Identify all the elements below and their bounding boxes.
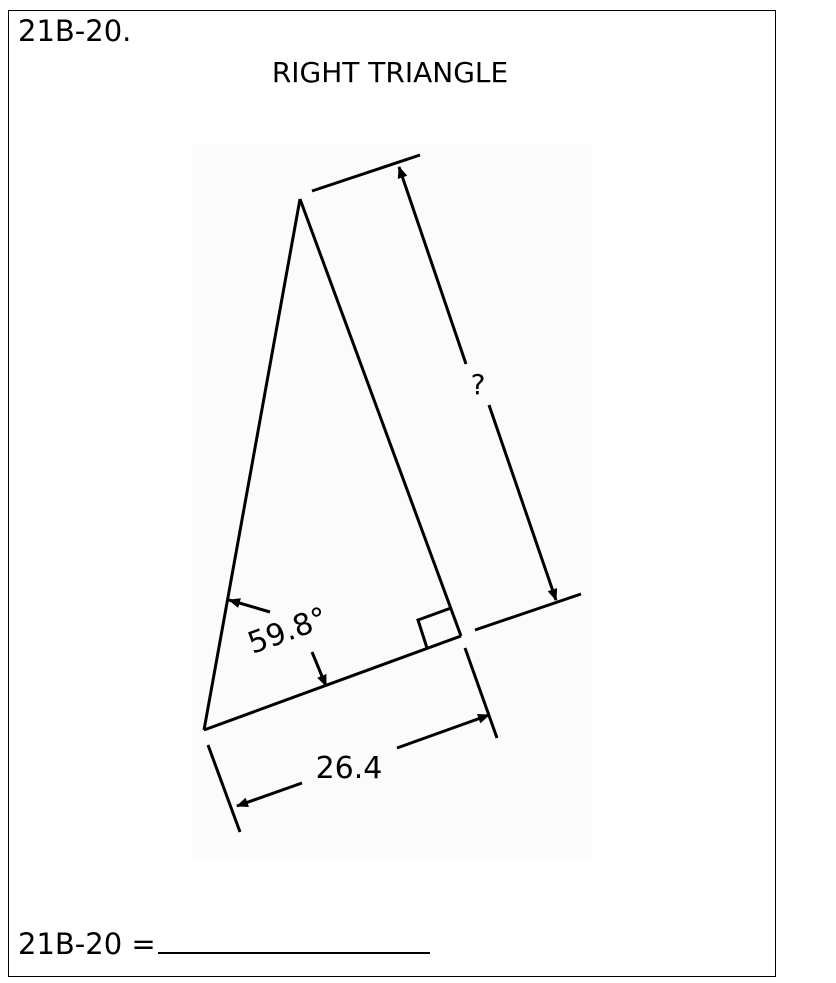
base-length-label: 26.4 xyxy=(316,751,383,786)
problem-frame xyxy=(8,10,776,977)
triangle-left-side xyxy=(202,198,302,731)
angle-arrow-upper xyxy=(228,598,271,614)
right-angle-marker xyxy=(416,606,452,649)
answer-label: 21B-20 = xyxy=(18,927,156,961)
angle-label: 59.8° xyxy=(243,601,332,662)
base-dimension-arrow-left xyxy=(236,781,303,808)
unknown-dimension-arrow-down xyxy=(487,404,558,601)
answer-blank[interactable] xyxy=(157,924,430,954)
triangle-hypotenuse-side xyxy=(298,198,463,637)
extension-line-right-bottom xyxy=(463,647,499,739)
extension-line-top xyxy=(311,153,421,193)
triangle-base-side xyxy=(203,634,462,732)
extension-line-left-bottom xyxy=(206,744,242,833)
unknown-side-label: ? xyxy=(471,368,486,401)
problem-number: 21B-20. xyxy=(18,14,132,48)
page-title: RIGHT TRIANGLE xyxy=(271,56,509,89)
unknown-dimension-arrow-up xyxy=(397,166,468,365)
base-dimension-arrow-right xyxy=(396,713,490,750)
answer-line: 21B-20 = xyxy=(18,924,430,962)
angle-arrow-lower xyxy=(310,651,328,687)
extension-line-right xyxy=(474,592,582,632)
figure-background xyxy=(192,144,592,857)
